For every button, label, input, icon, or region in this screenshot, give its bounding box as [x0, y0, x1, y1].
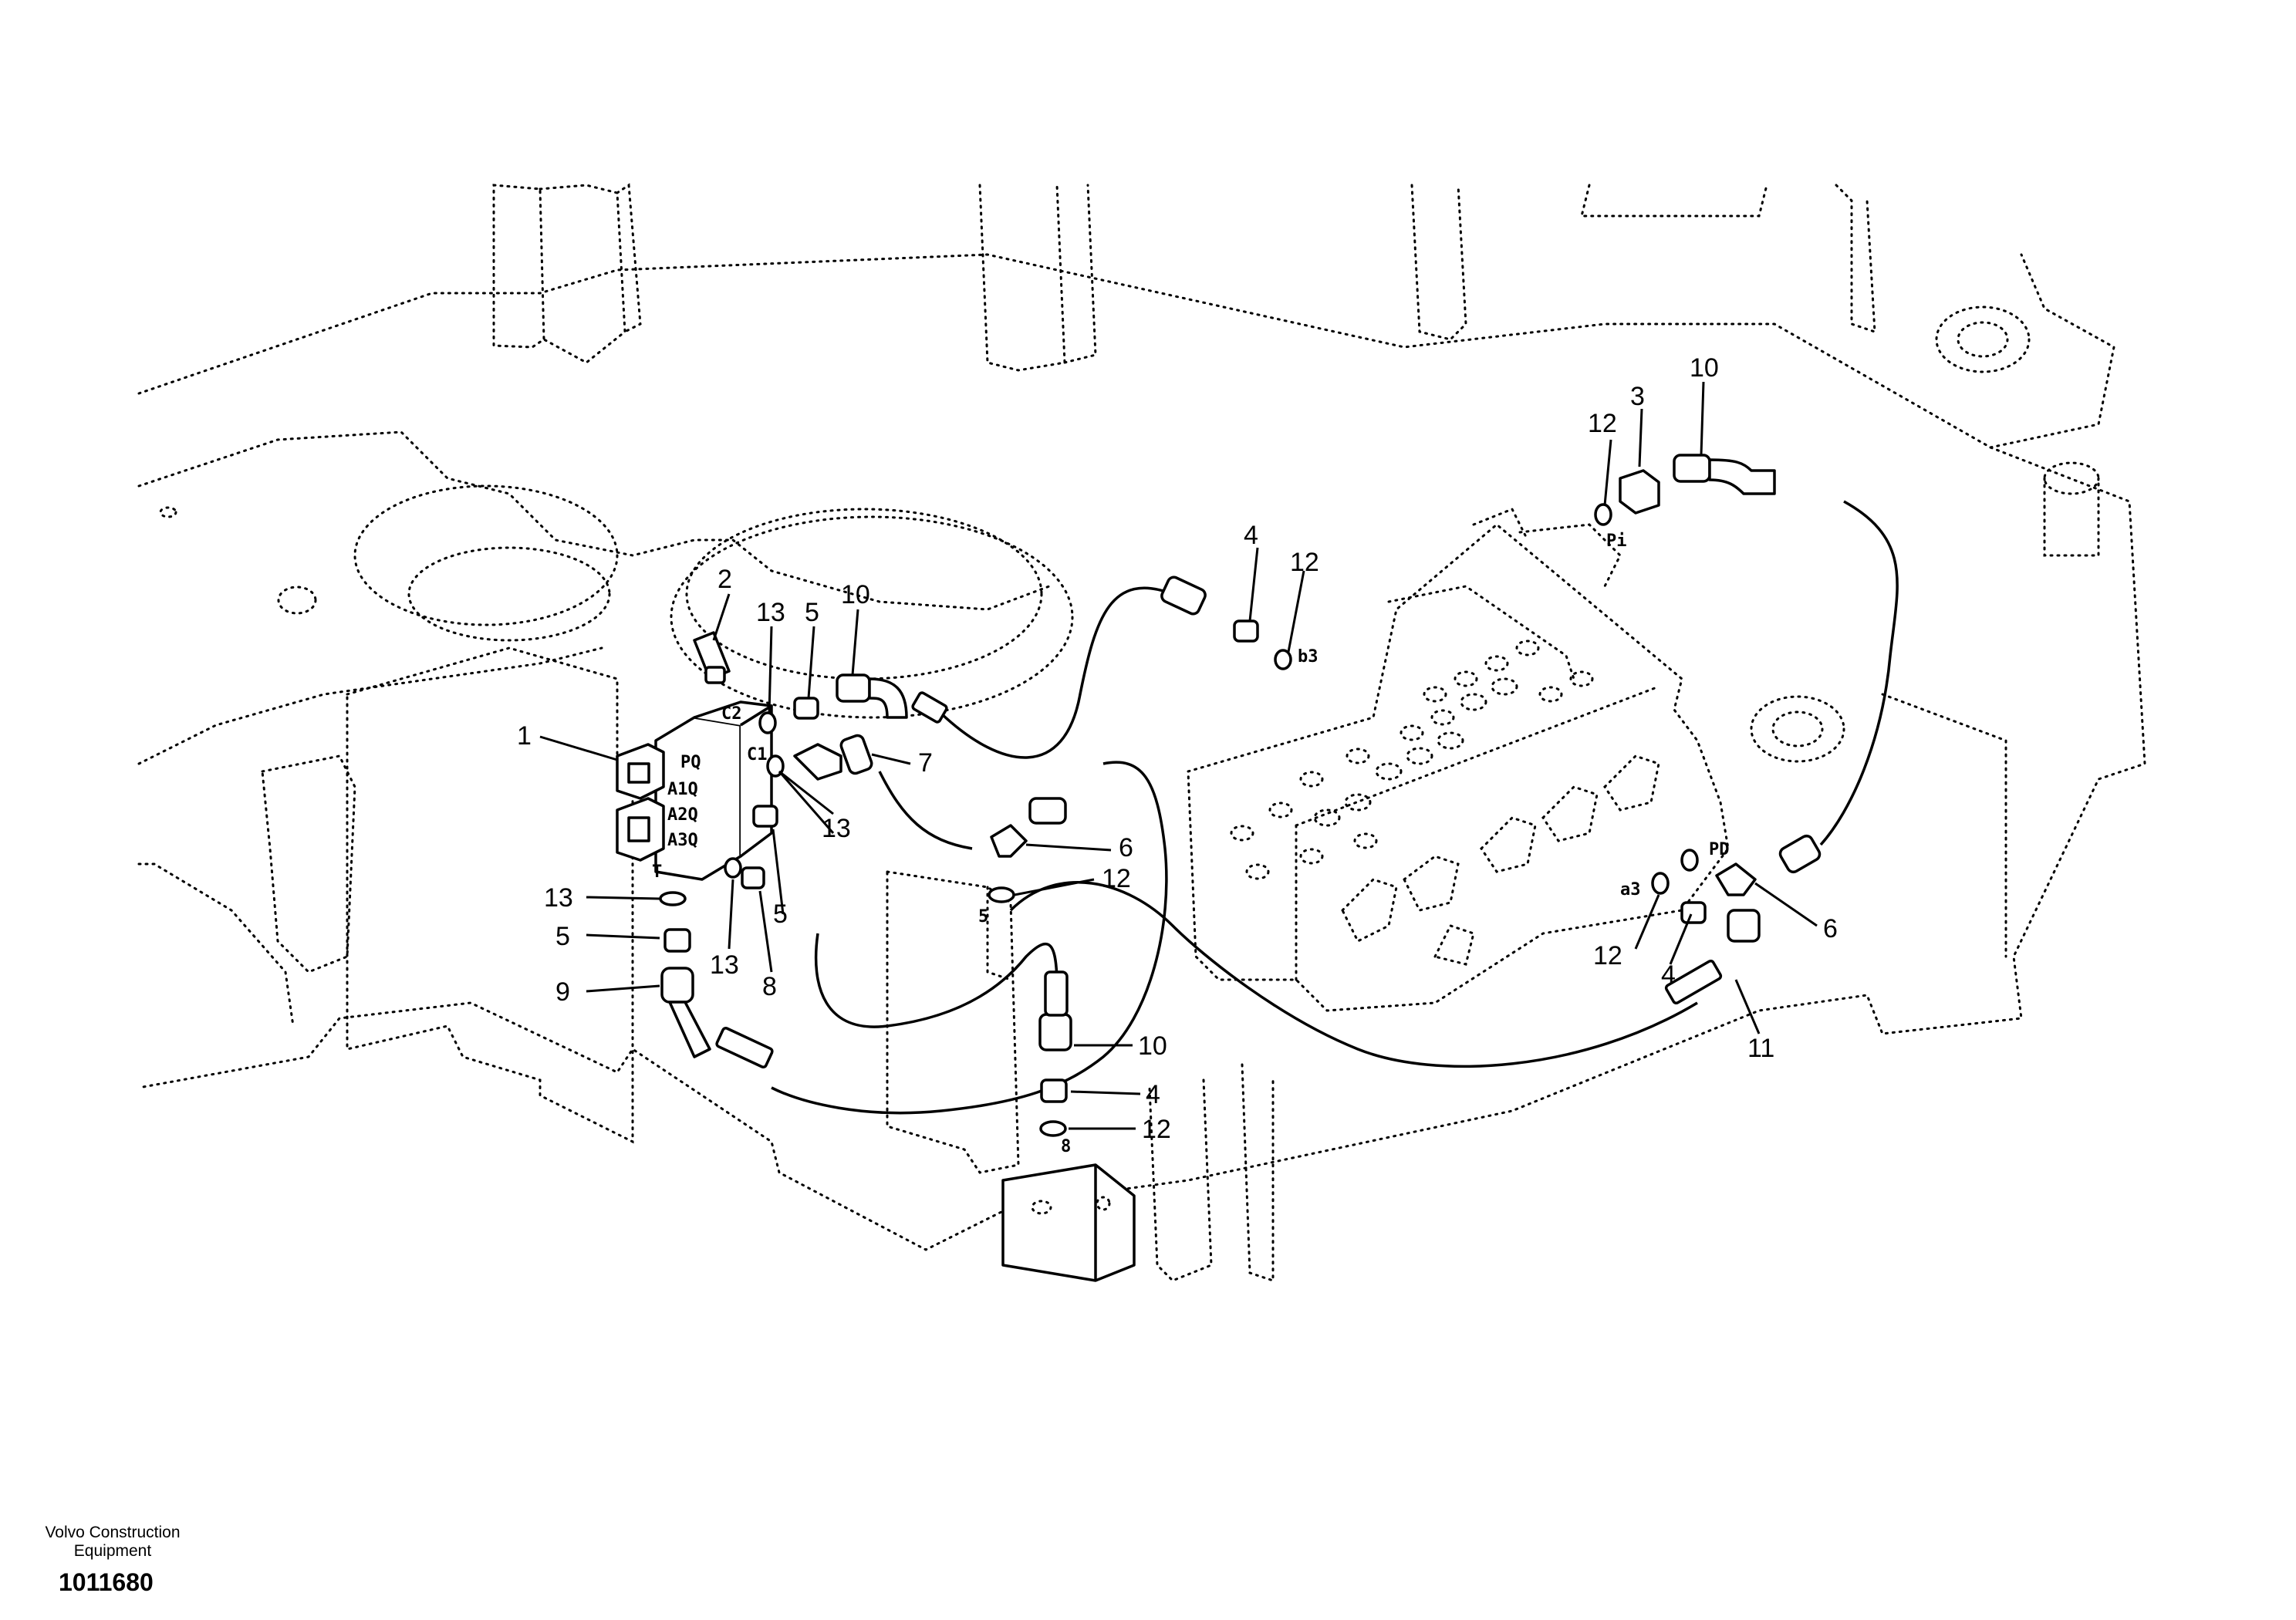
- oring-12-d: [1039, 1120, 1067, 1137]
- plug-8: [741, 866, 765, 889]
- port-b3: b3: [1298, 647, 1319, 667]
- callout-4-bottom: 4: [1146, 1080, 1160, 1109]
- adapter-5-b: [752, 805, 778, 828]
- callout-numbers: 1 2 3 10 12 4 12 13 5 10 7 13 13 5 9 13 …: [517, 353, 1838, 1144]
- fitting-10-e: [1778, 834, 1822, 874]
- callout-1: 1: [517, 721, 532, 751]
- oring-12-b: [1594, 503, 1612, 526]
- port-a2q: A2Q: [667, 805, 698, 825]
- port-5: 5: [978, 907, 988, 926]
- fitting-10-c: [1160, 575, 1207, 616]
- callout-6-right: 6: [1823, 914, 1838, 943]
- elbow-7: [793, 743, 842, 781]
- callout-5-mid: 5: [773, 899, 788, 929]
- drawing-footer: Volvo Construction Equipment 1011680: [28, 1524, 198, 1597]
- oring-12-a: [1274, 649, 1292, 670]
- drawing-number: 1011680: [59, 1568, 154, 1596]
- callout-13-bottom: 13: [710, 950, 739, 980]
- oring-13-a: [758, 711, 777, 734]
- callout-12-top: 12: [1290, 548, 1319, 577]
- callout-5-left: 5: [555, 922, 570, 951]
- elbow-6-a: [990, 824, 1028, 858]
- port-a3: a3: [1620, 880, 1641, 899]
- callout-6-left: 6: [1119, 833, 1133, 862]
- callout-9: 9: [555, 977, 570, 1007]
- fitting-10-d: [1673, 454, 1711, 483]
- adapter-4-c: [1040, 1078, 1068, 1103]
- port-a3q: A3Q: [667, 831, 698, 850]
- brand-line-2: Equipment: [73, 1542, 152, 1560]
- callout-3: 3: [1630, 382, 1645, 411]
- callout-13-left: 13: [544, 883, 573, 913]
- callout-8: 8: [762, 972, 777, 1001]
- callout-4-right: 4: [1661, 960, 1676, 990]
- oring-12-c: [988, 886, 1015, 903]
- junction-block: [1001, 1163, 1136, 1282]
- oring-12-f: [1680, 849, 1699, 872]
- adapter-5-c: [663, 928, 691, 953]
- callout-5-top: 5: [805, 598, 819, 627]
- fitting-9: [660, 967, 694, 1004]
- valve-spools: [1341, 754, 1660, 966]
- fitting-10-a: [836, 673, 871, 703]
- hose-11: [1009, 881, 1698, 1068]
- hose-10-upper: [940, 586, 1173, 759]
- hose-10-lower: [814, 933, 1059, 1028]
- oring-13-c: [724, 857, 742, 879]
- oring-13-d: [659, 891, 687, 906]
- callout-11: 11: [1747, 1034, 1774, 1063]
- fitting-10-f: [1038, 1013, 1072, 1051]
- port-a1q: A1Q: [667, 780, 698, 799]
- adapter-5-a: [793, 697, 819, 720]
- leader-lines: [539, 381, 1818, 1130]
- fitting-11: [1727, 909, 1761, 943]
- port-c1: C1: [747, 745, 768, 764]
- pressure-switch-3: [1619, 469, 1660, 515]
- callout-12-mid: 12: [1102, 864, 1131, 893]
- brand-line-1: Volvo Construction: [45, 1524, 181, 1541]
- port-labels: C2 PQ C1 A1Q A2Q A3Q T Pi b3 a3 PD 5 8: [652, 532, 1730, 1156]
- valve-port-holes: [1230, 640, 1594, 880]
- elbow-6-b: [1715, 862, 1757, 896]
- solenoid-valve-block: [616, 700, 773, 881]
- fittings: [659, 454, 1822, 1282]
- callout-12-top-right: 12: [1588, 409, 1617, 438]
- port-c2: C2: [721, 704, 742, 724]
- hydraulic-hoses: [771, 500, 1899, 1115]
- hose-7: [878, 771, 973, 850]
- oring-13-b: [766, 754, 785, 778]
- port-t: T: [652, 862, 662, 882]
- adapter-4-a: [1233, 619, 1259, 643]
- port-8: 8: [1061, 1137, 1071, 1156]
- callout-4-top: 4: [1244, 521, 1258, 550]
- callout-12-bottom: 12: [1142, 1115, 1171, 1144]
- fitting-10-b: [1028, 797, 1067, 825]
- port-pd: PD: [1709, 840, 1730, 859]
- callout-10-top: 10: [841, 580, 870, 609]
- callout-13-mid: 13: [822, 814, 851, 843]
- adapter-4-b: [1680, 901, 1707, 924]
- hose-9: [771, 761, 1168, 1115]
- callout-7: 7: [918, 748, 933, 778]
- port-pq: PQ: [680, 753, 701, 772]
- oring-12-e: [1651, 872, 1670, 895]
- callout-12-right: 12: [1593, 941, 1622, 970]
- callout-2: 2: [718, 565, 732, 594]
- callout-10-bottom: 10: [1138, 1031, 1167, 1061]
- hose-10-right: [1819, 500, 1899, 846]
- callout-10-top-right: 10: [1690, 353, 1719, 383]
- port-pi: Pi: [1606, 532, 1627, 551]
- callout-13-top: 13: [756, 598, 785, 627]
